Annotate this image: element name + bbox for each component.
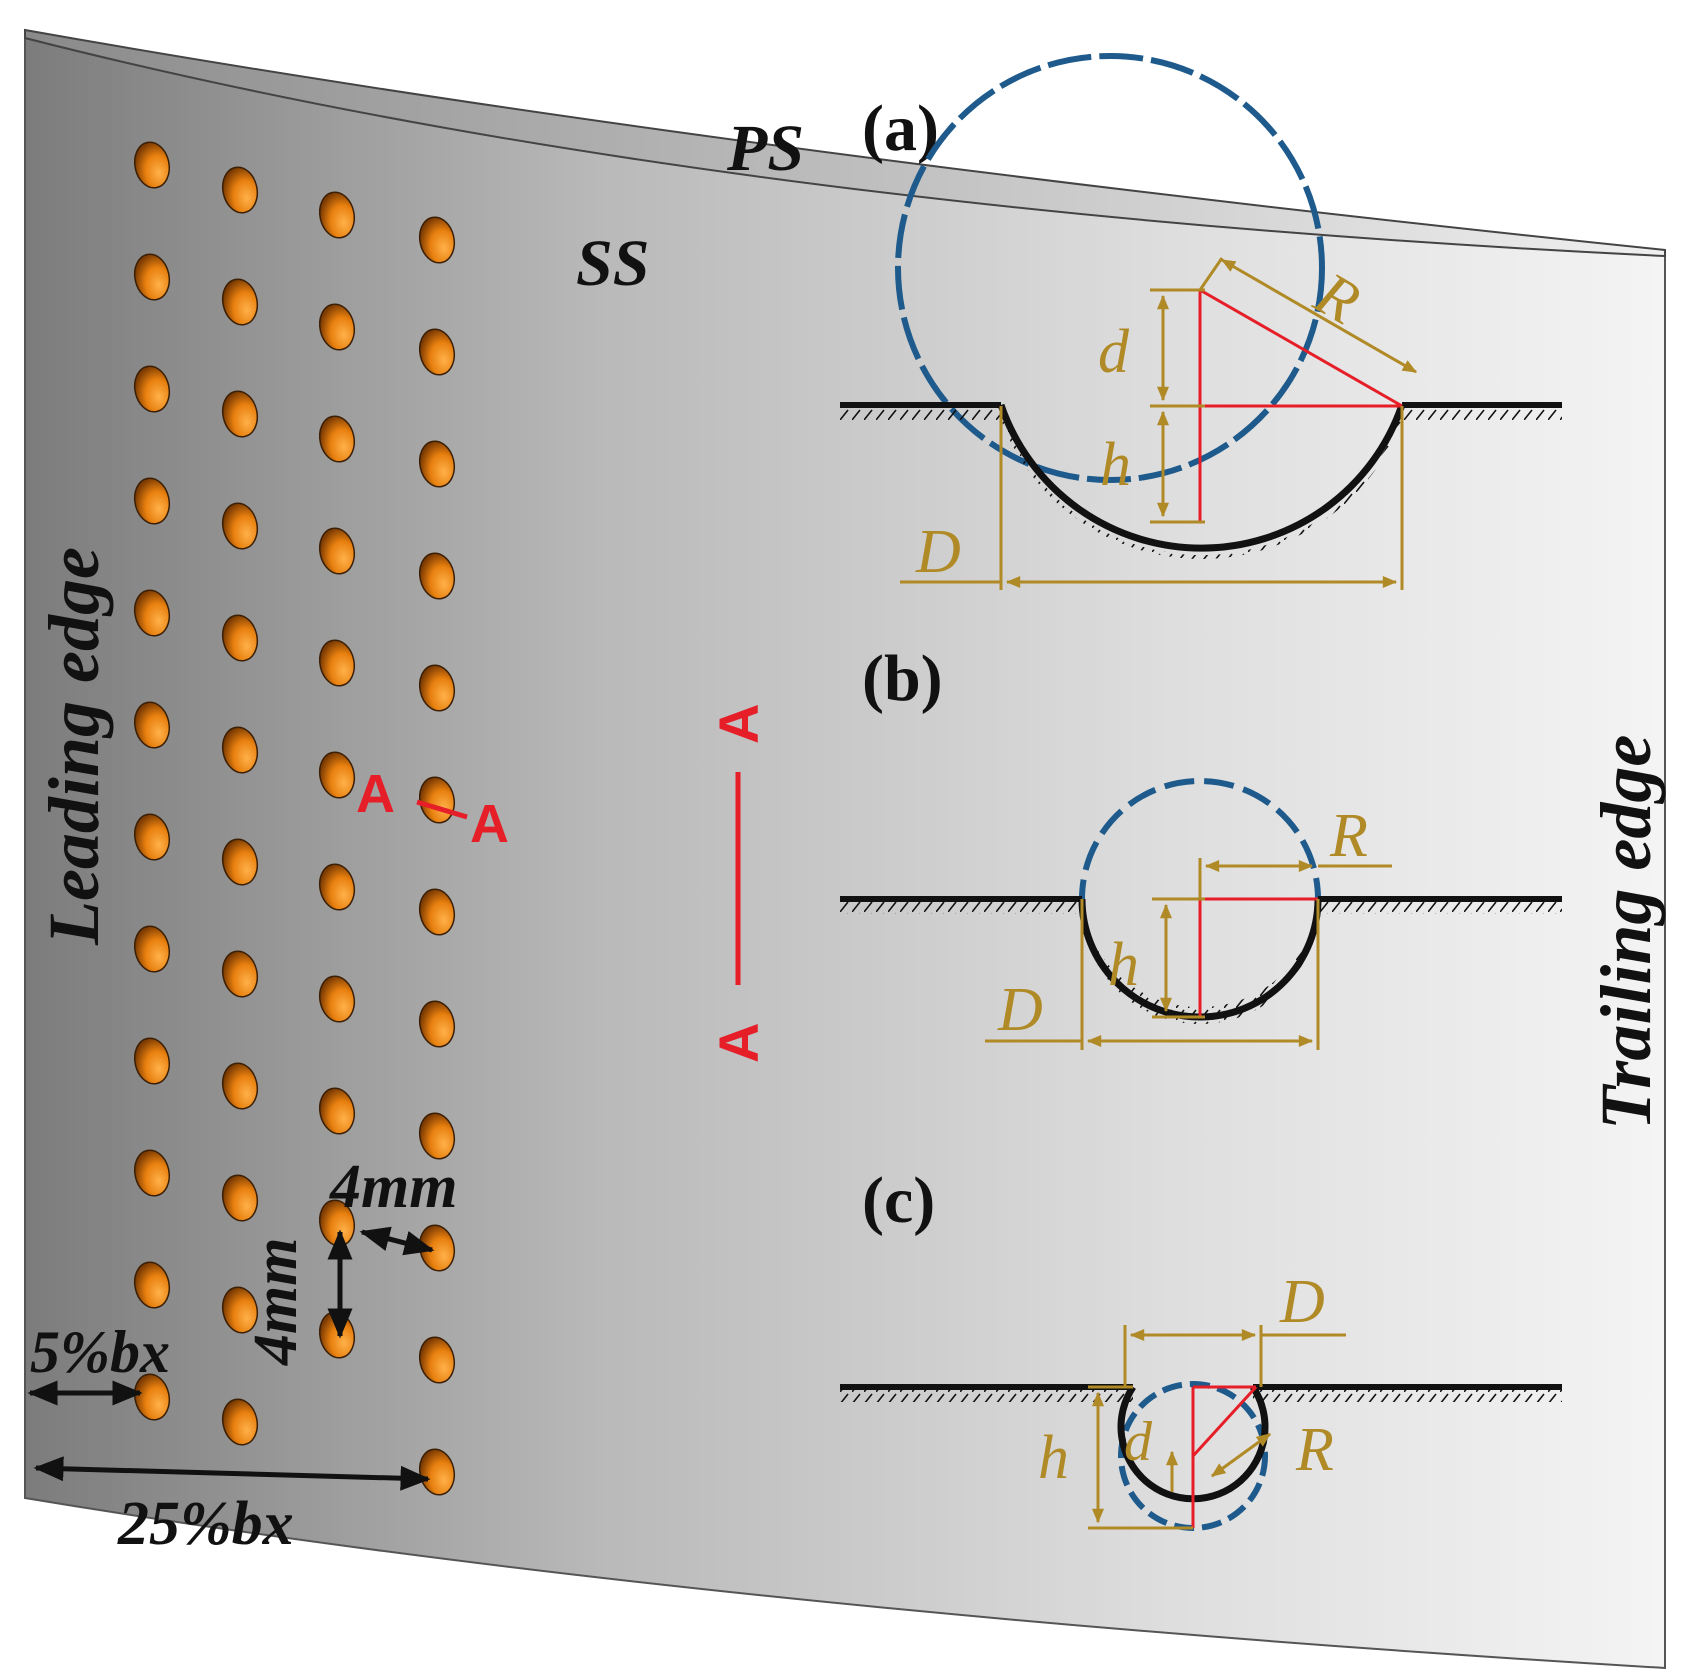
pitch-horizontal-arrow <box>359 1226 435 1256</box>
panel-a-hatch-right <box>1402 408 1562 420</box>
section-cut-line <box>416 799 468 820</box>
dimple <box>318 415 356 463</box>
panel-c-hatch-left <box>840 1390 1133 1402</box>
blade-top-edge <box>24 28 1666 258</box>
dimple <box>418 664 456 712</box>
panel-c-hatch-right <box>1253 1390 1562 1402</box>
panel-a-hatch-left <box>840 408 1001 420</box>
dimple-array <box>133 141 456 1496</box>
dimple <box>221 838 259 886</box>
panel-a-r-ext <box>1198 257 1224 291</box>
dimple <box>133 477 171 525</box>
panel-b-hatch-left <box>840 902 1082 914</box>
panel-b-section: R h D <box>840 778 1562 1050</box>
dimple <box>318 751 356 799</box>
dimple <box>133 365 171 413</box>
last-row-arrow <box>33 1456 431 1491</box>
panel-b-hatch-right <box>1318 902 1562 914</box>
panel-c-d-label: d <box>1124 1411 1153 1473</box>
dimple <box>418 328 456 376</box>
panel-b-label: (b) <box>862 642 943 715</box>
panel-b-hatch-floor <box>1082 906 1318 1024</box>
dimple <box>418 552 456 600</box>
dimple <box>133 1261 171 1309</box>
pitch-arrows <box>27 1226 435 1491</box>
panel-a-label: (a) <box>862 92 939 165</box>
dimple <box>221 1398 259 1446</box>
dimple <box>221 1062 259 1110</box>
dimple <box>318 863 356 911</box>
panel-b-r-label: R <box>1329 802 1368 870</box>
panel-a-r-arrow <box>1220 258 1418 374</box>
panel-c-h-label: h <box>1038 1424 1069 1492</box>
dimple <box>221 950 259 998</box>
dimple <box>318 303 356 351</box>
dimple <box>133 1037 171 1085</box>
panel-c-section: D h d R <box>840 1268 1562 1531</box>
dimple <box>418 440 456 488</box>
dimple <box>221 502 259 550</box>
panel-c-label: (c) <box>862 1164 935 1237</box>
dimple <box>318 1087 356 1135</box>
dimple <box>133 701 171 749</box>
panel-b-diam-label: D <box>997 976 1043 1044</box>
dimple <box>221 614 259 662</box>
first-row-position-label: 5%bx <box>30 1319 170 1385</box>
pressure-side-label: PS <box>726 112 804 185</box>
dimple <box>418 1336 456 1384</box>
dimple <box>318 639 356 687</box>
dimple <box>318 191 356 239</box>
section-view-label-bottom: A <box>707 1023 770 1063</box>
section-cut-label-right: A <box>470 794 509 854</box>
section-view-marker: A A <box>707 704 770 1063</box>
dimple <box>221 1286 259 1334</box>
dimple <box>221 726 259 774</box>
pitch-horizontal-label: 4mm <box>329 1153 457 1221</box>
last-row-position-label: 25%bx <box>117 1490 294 1558</box>
leading-edge-label: Leading edge <box>34 547 114 946</box>
panel-a-h-label: h <box>1100 431 1131 499</box>
panel-a-d-label: d <box>1098 318 1130 386</box>
pitch-vertical-label: 4mm <box>242 1238 310 1366</box>
panel-a-diam-label: D <box>915 518 961 586</box>
panel-c-diam-label: D <box>1279 1268 1325 1336</box>
panel-a-dimple-floor <box>997 403 1406 552</box>
dimple <box>418 1000 456 1048</box>
dimple <box>133 1149 171 1197</box>
panel-c-r-label: R <box>1295 1416 1334 1484</box>
dimple <box>418 888 456 936</box>
dimple <box>133 925 171 973</box>
trailing-edge-label: Trailing edge <box>1586 735 1666 1130</box>
panel-b-h-label: h <box>1108 931 1139 999</box>
dimple <box>221 166 259 214</box>
dimple <box>318 975 356 1023</box>
dimple <box>221 390 259 438</box>
dimple <box>221 1174 259 1222</box>
dimple <box>221 278 259 326</box>
section-cut-marker: A A <box>356 764 509 854</box>
panel-c-r-arrow <box>1211 1432 1271 1478</box>
section-cut-label-left: A <box>356 764 395 824</box>
dimple <box>418 216 456 264</box>
dimple <box>318 527 356 575</box>
dimple <box>133 253 171 301</box>
blade-surface <box>24 36 1666 1670</box>
dimple <box>133 589 171 637</box>
dimple <box>133 813 171 861</box>
suction-side-label: SS <box>576 227 649 300</box>
dimple <box>418 1112 456 1160</box>
panel-c-radius-line <box>1191 1385 1258 1458</box>
section-view-label-top: A <box>707 704 770 744</box>
dimple <box>133 141 171 189</box>
